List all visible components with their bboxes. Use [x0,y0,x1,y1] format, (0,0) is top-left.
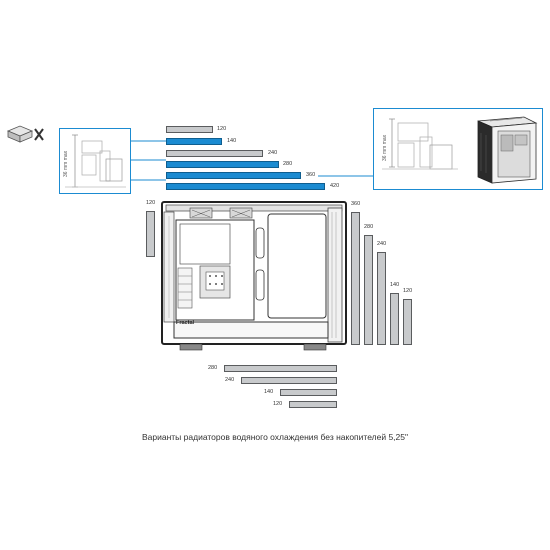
bottom-radiator-120-label: 120 [273,401,283,407]
front-radiator-360 [351,212,360,345]
top-radiator-280-label: 280 [283,161,293,167]
caption: Варианты радиаторов водяного охлаждения … [142,432,408,442]
bottom-radiator-240 [241,377,337,384]
top-radiator-420-label: 420 [330,183,340,189]
case-side-view: Fractal [160,200,348,356]
top-radiator-120 [166,126,213,133]
bottom-radiator-280 [224,365,337,372]
rear-radiator-label: 120 [146,200,156,206]
left-connectors [130,140,166,181]
top-radiator-140 [166,138,222,145]
front-radiator-280-label: 280 [364,224,374,230]
front-radiator-240-label: 240 [377,241,387,247]
top-radiator-280 [166,161,279,168]
bottom-radiator-140 [280,389,337,396]
top-radiator-240-label: 240 [268,150,278,156]
no-drive-icon [5,122,45,146]
top-radiator-360-label: 360 [306,172,316,178]
front-radiator-280 [364,235,373,345]
top-radiator-140-label: 140 [227,138,237,144]
clearance-label-left: 36 mm max [63,150,69,177]
top-radiator-360 [166,172,301,179]
bottom-radiator-140-label: 140 [264,389,274,395]
top-radiator-420 [166,183,325,190]
bottom-radiator-280-label: 280 [208,365,218,371]
rear-radiator-120 [146,211,155,257]
bottom-radiator-120 [289,401,337,408]
bottom-radiator-240-label: 240 [225,377,235,383]
clearance-label-right: 36 mm max [382,134,388,161]
front-radiator-120 [403,299,412,345]
front-radiator-240 [377,252,386,345]
left-clearance-callout: 36 mm max [59,128,131,194]
front-radiator-120-label: 120 [403,288,413,294]
front-radiator-140 [390,293,399,345]
right-clearance-callout: 36 mm max [373,108,543,190]
case-brand-label: Fractal [176,320,195,326]
right-connector [318,175,374,177]
top-radiator-240 [166,150,263,157]
top-radiator-120-label: 120 [217,126,227,132]
front-radiator-360-label: 360 [351,201,361,207]
front-radiator-140-label: 140 [390,282,400,288]
